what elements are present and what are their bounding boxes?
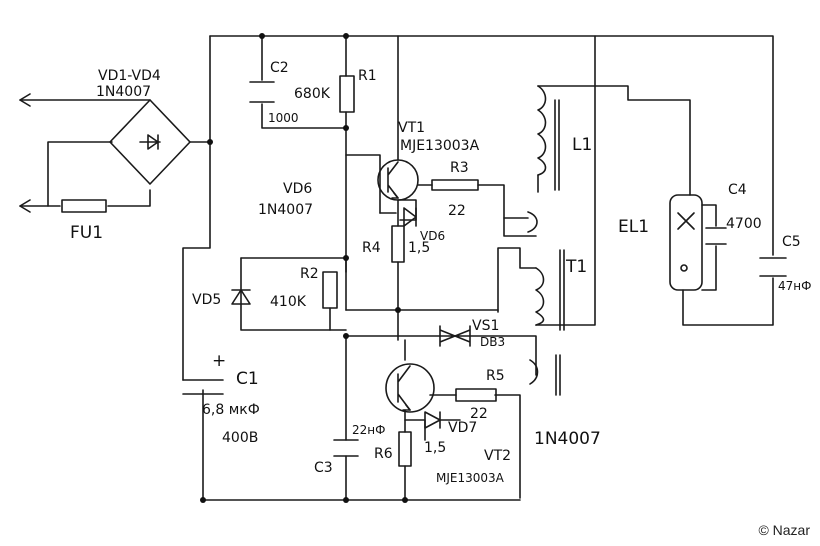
resistor-r3 bbox=[431, 179, 479, 191]
label-c2-value: 1000 bbox=[268, 111, 299, 125]
transistor-vt2 bbox=[385, 363, 435, 413]
label-l1: L1 bbox=[572, 135, 592, 155]
resistor-r5 bbox=[455, 388, 497, 402]
label-c3: C3 bbox=[314, 460, 333, 476]
lamp-el1 bbox=[669, 194, 703, 291]
label-vs1-part: DB3 bbox=[480, 335, 505, 349]
label-r5-value: 22 bbox=[470, 406, 488, 422]
label-bridge-part: 1N4007 bbox=[96, 84, 151, 100]
label-vs1: VS1 bbox=[472, 318, 499, 334]
label-r4-value: 1,5 bbox=[408, 240, 430, 256]
copyright-notice: © Nazar bbox=[758, 522, 810, 538]
diac-vs1 bbox=[439, 325, 471, 347]
component-labels: VD1-VD4 1N4007 FU1 C2 1000 R1 680K VT1 M… bbox=[70, 60, 811, 485]
label-r5: R5 bbox=[486, 368, 505, 384]
label-c4-value: 4700 bbox=[726, 216, 762, 232]
label-r3-value: 22 bbox=[448, 203, 466, 219]
diode-vd6 bbox=[403, 207, 417, 227]
capacitor-c3 bbox=[333, 439, 359, 457]
fuse-fu1 bbox=[61, 199, 107, 213]
resistor-r1 bbox=[339, 75, 355, 113]
resistor-r6 bbox=[398, 431, 412, 467]
label-vd6: VD6 bbox=[283, 181, 312, 197]
label-c1: C1 bbox=[236, 369, 259, 389]
label-r2: R2 bbox=[300, 266, 319, 282]
label-r1: R1 bbox=[358, 68, 377, 84]
label-t1: T1 bbox=[565, 257, 587, 277]
label-fuse: FU1 bbox=[70, 223, 103, 243]
bridge-rectifier-vd1-vd4 bbox=[109, 99, 191, 185]
label-r3: R3 bbox=[450, 160, 469, 176]
capacitor-c4 bbox=[705, 227, 727, 245]
label-bridge: VD1-VD4 bbox=[98, 68, 161, 84]
label-c1-voltage: 400В bbox=[222, 430, 258, 446]
label-c5: C5 bbox=[782, 234, 801, 250]
label-c3-value: 22нФ bbox=[352, 423, 385, 437]
junction-dots bbox=[200, 33, 408, 503]
label-vd7: VD7 bbox=[448, 420, 477, 436]
label-r1-value: 680K bbox=[294, 86, 331, 102]
wires bbox=[19, 35, 774, 501]
label-c2: C2 bbox=[270, 60, 289, 76]
resistor-r4 bbox=[391, 225, 405, 263]
label-vt2: VT2 bbox=[484, 448, 511, 464]
capacitor-c2 bbox=[249, 81, 275, 103]
label-r2-value: 410K bbox=[270, 294, 307, 310]
diode-vd7 bbox=[424, 411, 441, 429]
label-c4: C4 bbox=[728, 182, 747, 198]
inductor-l1 bbox=[537, 85, 547, 176]
resistor-r2 bbox=[322, 271, 338, 309]
label-vd7-part: 1N4007 bbox=[534, 429, 601, 449]
label-vt1-part: MJE13003A bbox=[400, 138, 480, 154]
label-plus: + bbox=[212, 351, 226, 371]
transformer-t1 bbox=[527, 99, 565, 396]
label-r6: R6 bbox=[374, 446, 393, 462]
label-vd6-mark: VD6 bbox=[420, 229, 445, 243]
label-r4: R4 bbox=[362, 240, 381, 256]
capacitor-c5 bbox=[759, 257, 787, 277]
label-r6-value: 1,5 bbox=[424, 440, 446, 456]
label-c5-value: 47нФ bbox=[778, 279, 811, 293]
label-el1: EL1 bbox=[618, 217, 649, 237]
capacitor-c1 bbox=[182, 379, 224, 395]
label-vt1: VT1 bbox=[398, 120, 425, 136]
label-vd5: VD5 bbox=[192, 292, 221, 308]
label-c1-value: 6,8 мкФ bbox=[202, 402, 260, 418]
label-vt2-part: MJE13003A bbox=[436, 471, 505, 485]
transistor-vt1 bbox=[377, 159, 419, 201]
label-vd6-part: 1N4007 bbox=[258, 202, 313, 218]
diode-vd5 bbox=[231, 289, 251, 305]
